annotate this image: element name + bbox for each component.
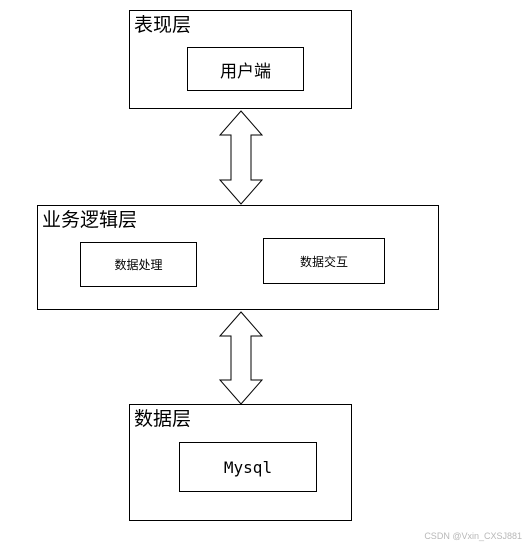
double-arrow-top	[218, 110, 264, 205]
data-layer: 数据层 Mysql	[129, 404, 352, 521]
data-interaction-box: 数据交互	[263, 238, 385, 284]
presentation-layer-title: 表现层	[134, 14, 192, 36]
business-logic-layer: 业务逻辑层 数据处理 数据交互	[37, 205, 439, 310]
client-box: 用户端	[187, 47, 304, 91]
data-layer-title: 数据层	[134, 408, 192, 430]
data-processing-box: 数据处理	[80, 242, 197, 287]
mysql-box: Mysql	[179, 442, 317, 492]
watermark-text: CSDN @Vxin_CXSJ881	[424, 531, 522, 541]
double-arrow-bottom	[218, 311, 264, 405]
business-logic-layer-title: 业务逻辑层	[42, 209, 138, 231]
presentation-layer: 表现层 用户端	[129, 10, 352, 109]
